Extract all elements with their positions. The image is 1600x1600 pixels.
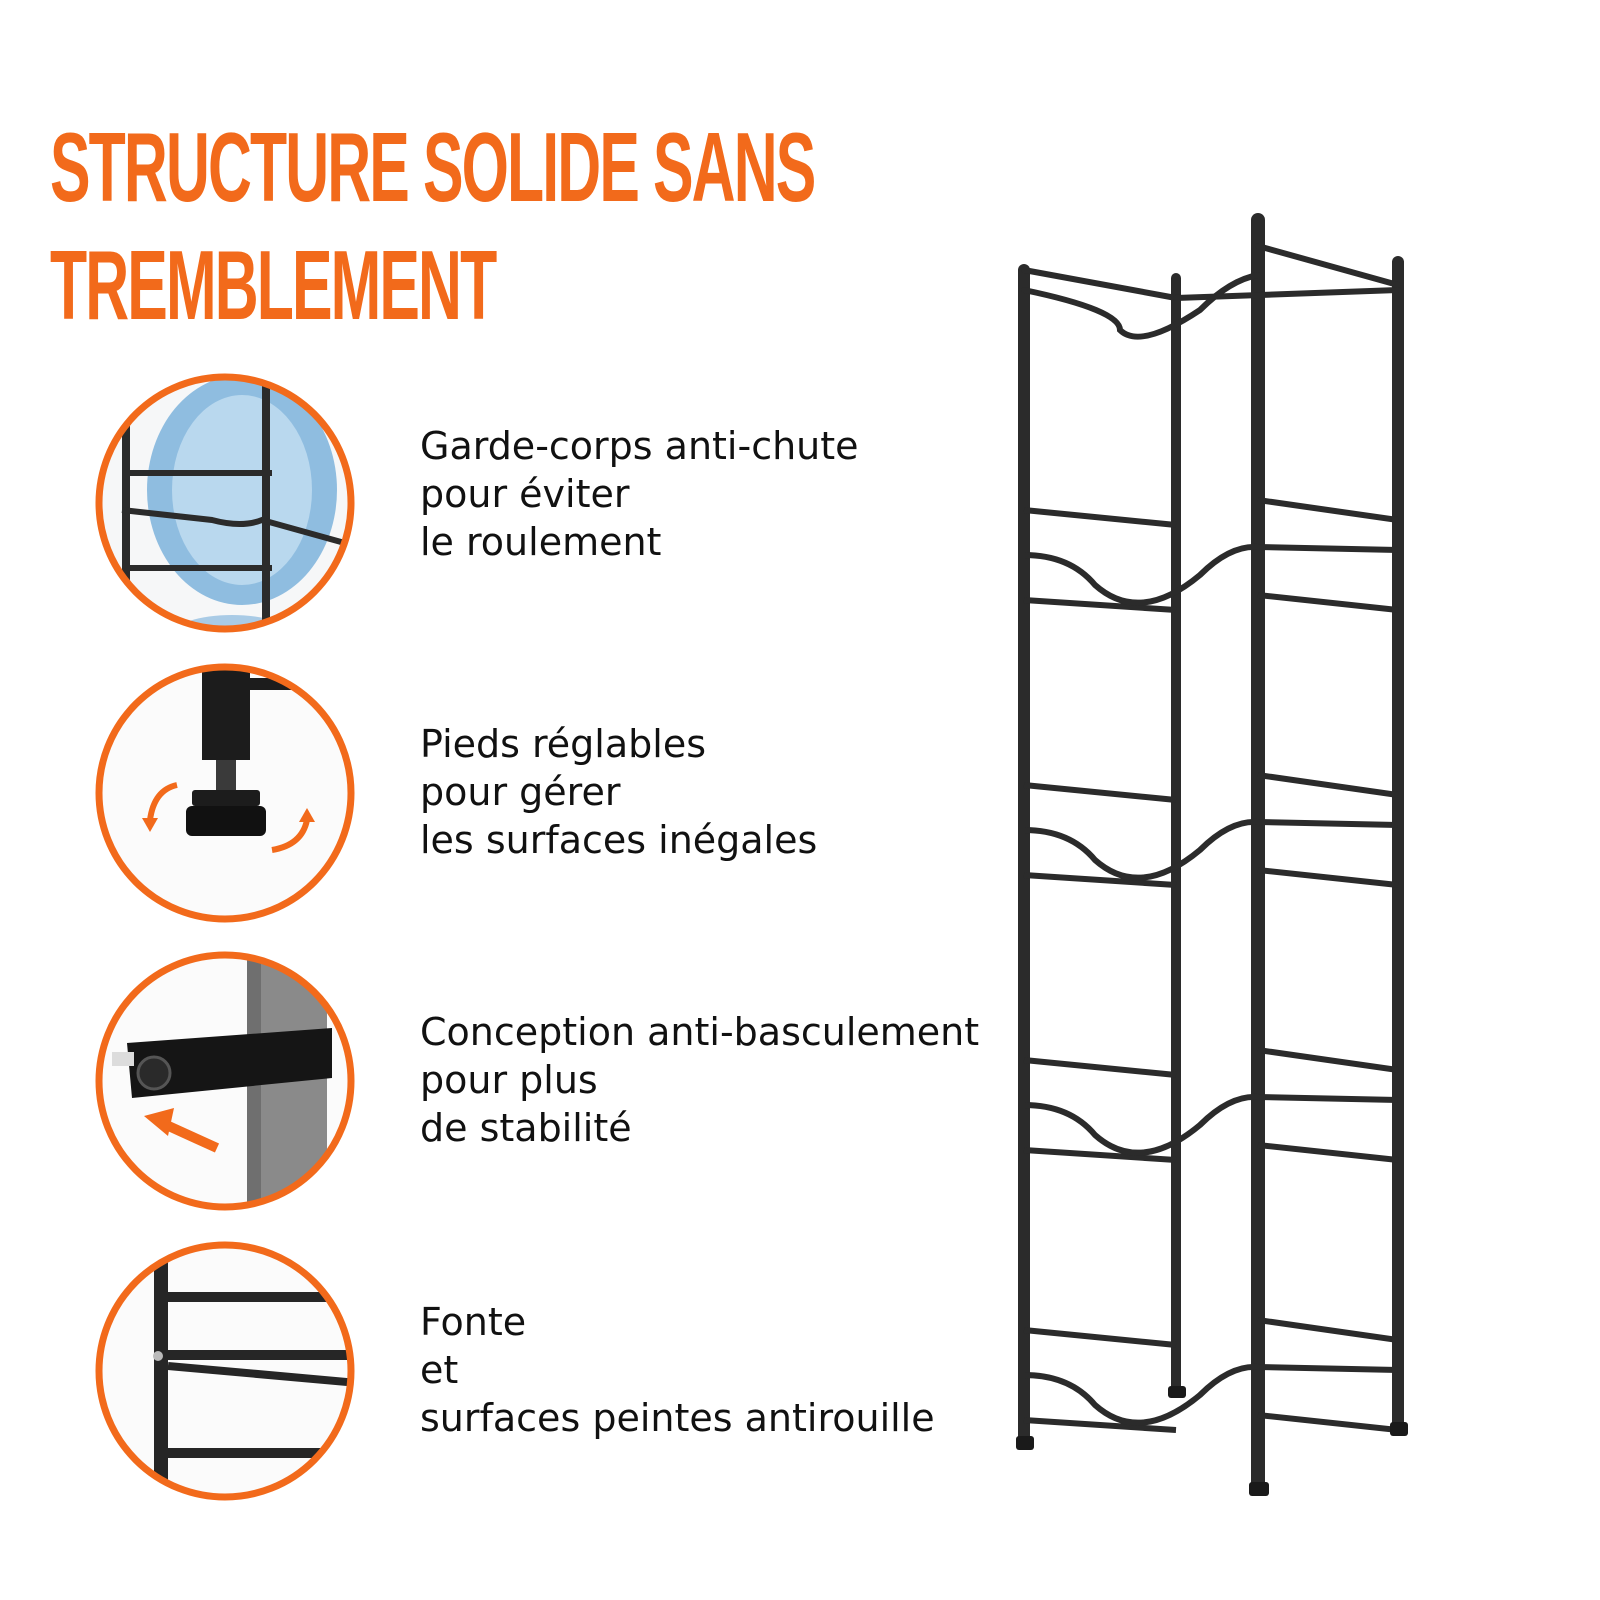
feature-3-line-1: Conception anti-basculement — [420, 1010, 980, 1054]
rack-shelf-bar — [1023, 1093, 1399, 1156]
rack-shelf-bar — [1023, 1327, 1177, 1348]
rack-shelf-bar — [1257, 772, 1399, 798]
rack-shelf-bar — [1023, 507, 1177, 528]
title-line-1: STRUCTURE SOLIDE SANS — [50, 112, 816, 222]
feature-4-line-2: et — [420, 1348, 459, 1392]
feature-adjustable-feet: Pieds réglables pour gérer les surfaces … — [92, 660, 992, 930]
page-title: STRUCTURE SOLIDE SANS TREMBLEMENT — [50, 108, 816, 344]
feature-guardrail: Garde-corps anti-chute pour éviter le ro… — [92, 370, 992, 640]
adjustable-foot-icon — [95, 663, 355, 923]
rack-shelf-bar — [1257, 1317, 1399, 1343]
feature-3-line-3: de stabilité — [420, 1106, 632, 1150]
rack-shelf-bar — [1257, 1047, 1399, 1073]
feature-rustproof: Fonte et surfaces peintes antirouille — [92, 1238, 992, 1508]
rack-shelf-bar — [1257, 867, 1399, 888]
feature-4-line-1: Fonte — [420, 1300, 527, 1344]
rack-shelf-bar — [1023, 1057, 1177, 1078]
feature-text-4: Fonte et surfaces peintes antirouille — [420, 1298, 935, 1442]
feature-2-line-2: pour gérer — [420, 770, 621, 814]
rack-shelf-bar — [1023, 1363, 1399, 1426]
feature-text-3: Conception anti-basculement pour plus de… — [420, 1008, 979, 1152]
feature-3-line-2: pour plus — [420, 1058, 598, 1102]
feature-text-1: Garde-corps anti-chute pour éviter le ro… — [420, 422, 859, 566]
rack-shelf-bar — [1023, 782, 1177, 803]
rack-shelf-bar — [1257, 1142, 1399, 1163]
rack-shelf-bar — [1023, 543, 1399, 606]
rack-shelf-bar — [1023, 597, 1177, 613]
rack-shelf-bar — [1023, 1147, 1177, 1163]
rustproof-frame-icon — [95, 1241, 355, 1501]
feature-anti-tip: Conception anti-basculement pour plus de… — [92, 948, 992, 1218]
title-line-2: TREMBLEMENT — [50, 230, 497, 340]
feature-1-line-2: pour éviter — [420, 472, 630, 516]
anti-tip-strap-icon — [95, 951, 355, 1211]
feature-2-line-1: Pieds réglables — [420, 722, 707, 766]
rack-shelf-bar — [1257, 497, 1399, 523]
rack-shelf-bar — [1257, 592, 1399, 613]
rack-shelf-bar — [1257, 1412, 1399, 1433]
feature-1-line-1: Garde-corps anti-chute — [420, 424, 859, 468]
feature-text-2: Pieds réglables pour gérer les surfaces … — [420, 720, 817, 864]
guardrail-bottle-icon — [95, 373, 355, 633]
rack-shelf-bar — [1023, 1417, 1177, 1433]
feature-1-line-3: le roulement — [420, 520, 662, 564]
water-bottle-rack-icon — [1016, 213, 1408, 1496]
feature-2-line-3: les surfaces inégales — [420, 818, 818, 862]
rack-shelf-bar — [1023, 872, 1177, 888]
feature-4-line-3: surfaces peintes antirouille — [420, 1396, 935, 1440]
rack-shelf-bar — [1023, 818, 1399, 881]
